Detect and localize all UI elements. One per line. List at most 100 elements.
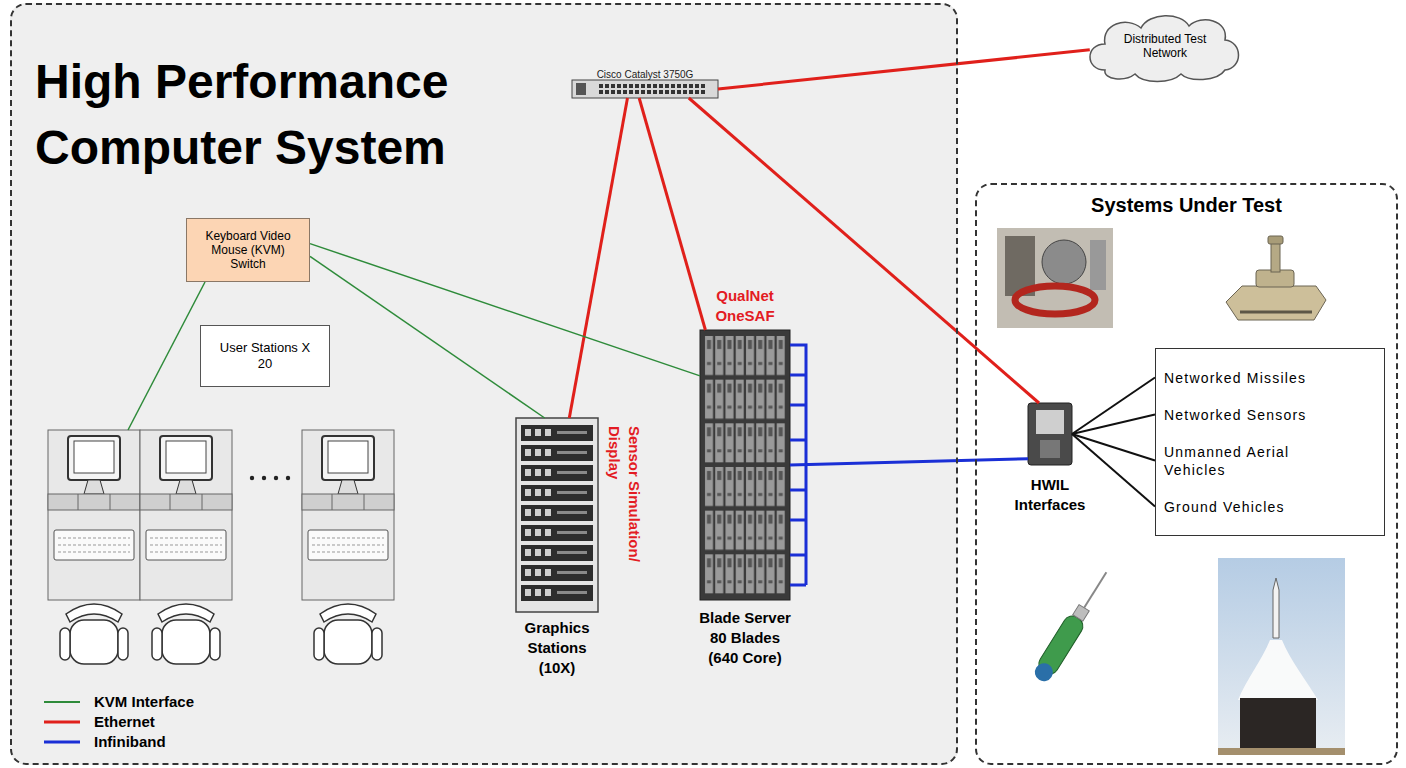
hwil-art — [1036, 410, 1064, 434]
blade-server: QualNet OneSAFBlade Server 80 Blades (64… — [700, 330, 790, 600]
hwil-art — [1028, 403, 1072, 465]
graphics-rack-art — [516, 418, 598, 612]
list-item: Unmanned Aerial Vehicles — [1164, 443, 1334, 479]
text-holder: Keyboard Video Mouse (KVM) Switch — [205, 229, 291, 271]
software-label: QualNet OneSAF — [705, 286, 785, 326]
connector-line — [689, 98, 1039, 403]
graphics-rack-art — [516, 418, 598, 612]
legend-text: KVM Interface — [94, 693, 194, 711]
box-label: User Stations X 20 — [217, 340, 313, 372]
label-box: User Stations X 20 — [200, 325, 330, 387]
lab-photo — [997, 228, 1113, 328]
lab-photo — [997, 228, 1113, 328]
region-title: High Performance Computer System — [35, 49, 495, 181]
launch-photo — [1218, 558, 1345, 755]
vehicle-photo — [1256, 270, 1294, 287]
launch-photo — [1273, 578, 1279, 638]
text-holder: Distributed Test Network — [1122, 32, 1208, 60]
operator-chair — [60, 604, 128, 664]
switch-chassis — [576, 83, 586, 95]
launch-photo — [1240, 698, 1316, 755]
switch-chassis — [572, 80, 718, 98]
text-holder: HWIL Interfaces — [1005, 475, 1095, 515]
kvm-switch: Keyboard Video Mouse (KVM) Switch — [186, 218, 310, 282]
vehicle-photo — [1226, 236, 1326, 320]
connector-line — [310, 244, 700, 376]
blade-rack-art — [700, 330, 790, 600]
connector-line — [569, 98, 627, 418]
text-holder: QualNet OneSAF — [705, 286, 785, 326]
operator-chair — [152, 604, 220, 664]
sensor-photo — [1073, 605, 1090, 622]
hwil-device: HWIL Interfaces — [1028, 403, 1072, 465]
ellipsis-dots — [250, 476, 290, 480]
legend-row: KVM Interface — [42, 692, 194, 712]
connector-line — [1072, 415, 1155, 435]
hwil-art — [1040, 440, 1060, 458]
legend-line — [42, 697, 82, 707]
lab-photo — [1042, 240, 1086, 284]
legend-line — [42, 717, 82, 727]
lab-photo — [1090, 240, 1106, 290]
connector-line — [1072, 378, 1155, 435]
region-panel: High Performance Computer System Cisco Ca… — [10, 3, 958, 765]
region-panel: Systems Under TestHWIL Interfaces Network… — [975, 183, 1398, 765]
network-switch: Cisco Catalyst 3750G — [572, 80, 718, 98]
network-cloud: Distributed Test Network — [1085, 8, 1245, 84]
text-holder: Graphics Stations (10X) — [517, 618, 597, 678]
legend: KVM InterfaceEthernetInfiniband — [42, 692, 194, 752]
legend-line — [42, 737, 82, 747]
user-workstation — [48, 430, 140, 600]
connector-line — [718, 50, 1090, 89]
operator-chair — [314, 604, 382, 664]
text-holder: Ground Vehicles — [1164, 498, 1285, 516]
connector-line — [1072, 434, 1155, 507]
connector-line — [790, 459, 1028, 465]
operator-chair — [60, 604, 382, 664]
blade-rack-art — [704, 334, 786, 596]
vehicle-photo — [1226, 286, 1326, 320]
text-holder: Networked Sensors — [1164, 406, 1307, 424]
ellipsis-dots — [262, 476, 266, 480]
text-holder: User Stations X 20 — [217, 340, 313, 372]
sensor-photo — [1084, 572, 1106, 608]
text-holder: Sensor Simulation/ Display — [604, 426, 644, 576]
blade-rack-art — [700, 330, 790, 600]
switch-chassis — [572, 80, 718, 98]
device-label: Blade Server 80 Blades (640 Core) — [693, 608, 797, 668]
legend-line — [44, 721, 80, 724]
vehicle-photo — [1240, 311, 1312, 314]
launch-photo — [1218, 558, 1345, 755]
legend-row: Infiniband — [42, 732, 194, 752]
list-item: Networked Sensors — [1164, 406, 1307, 424]
legend-row: Ethernet — [42, 712, 194, 732]
device-label: Graphics Stations (10X) — [517, 618, 597, 678]
connector-line — [1072, 434, 1155, 461]
graphics-rack: Sensor Simulation/ DisplayGraphics Stati… — [516, 418, 598, 612]
user-workstation — [48, 430, 394, 600]
ellipsis-dots — [250, 476, 254, 480]
user-workstation — [140, 430, 232, 600]
text-holder: Systems Under Test — [977, 193, 1396, 217]
kvm-wire — [128, 282, 205, 430]
function-label: Sensor Simulation/ Display — [604, 426, 644, 576]
text-holder: Blade Server 80 Blades (640 Core) — [693, 608, 797, 668]
cloud-outline — [1090, 16, 1239, 82]
lab-photo — [1015, 286, 1095, 314]
ellipsis-dots — [286, 476, 290, 480]
user-workstation — [302, 430, 394, 600]
text-holder: Unmanned Aerial Vehicles — [1164, 443, 1334, 479]
list-item: Networked Missiles — [1164, 369, 1306, 387]
graphics-rack-art — [521, 424, 593, 604]
sensor-photo — [1031, 660, 1056, 685]
list-item: Ground Vehicles — [1164, 498, 1285, 516]
system-list: Networked MissilesNetworked SensorsUnman… — [1155, 348, 1385, 536]
launch-photo — [1218, 748, 1345, 755]
legend-line — [44, 701, 80, 703]
text-holder: Networked Missiles — [1164, 369, 1306, 387]
sensor-photo — [1031, 567, 1115, 685]
legend-text: Infiniband — [94, 733, 166, 751]
hwil-art — [1028, 403, 1072, 465]
vehicle-photo — [1271, 242, 1280, 272]
